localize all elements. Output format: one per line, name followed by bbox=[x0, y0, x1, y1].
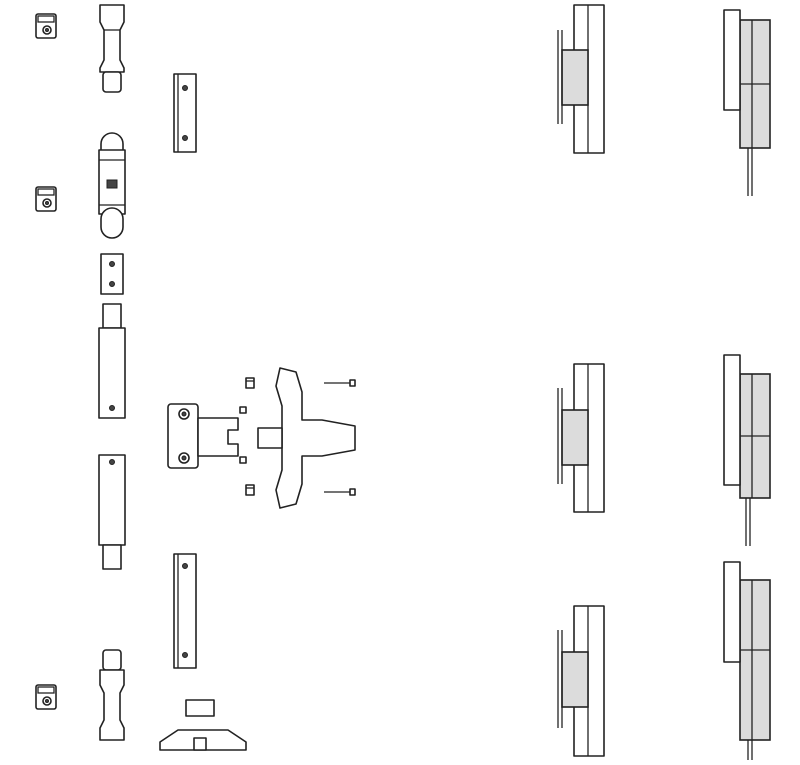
rod-loop-connector-icon bbox=[98, 132, 126, 239]
rod-guide-lower-icon bbox=[173, 553, 197, 669]
rod-long-lower-icon bbox=[98, 454, 126, 570]
handle-lever-icon bbox=[257, 367, 356, 509]
hinge-side-view-icon bbox=[557, 605, 605, 757]
bottom-catch-icon bbox=[159, 699, 247, 751]
rod-guide-icon bbox=[173, 73, 197, 153]
hinge-with-pin-icon bbox=[723, 9, 771, 196]
screw-icon bbox=[245, 484, 255, 496]
keeper-plate-icon bbox=[35, 684, 57, 710]
handle-base-plate-icon bbox=[167, 403, 239, 469]
small-guide-icon bbox=[100, 253, 124, 295]
pin-icon bbox=[323, 379, 356, 387]
rod-long-icon bbox=[98, 303, 126, 419]
screw-icon bbox=[245, 377, 255, 389]
hinge-with-pin-icon bbox=[723, 354, 771, 546]
rod-top-icon bbox=[99, 4, 125, 93]
hinge-side-view-icon bbox=[557, 363, 605, 513]
keeper-plate-icon bbox=[35, 13, 57, 39]
nut-icon bbox=[239, 456, 247, 464]
hinge-with-pin-icon bbox=[723, 561, 771, 760]
keeper-plate-icon bbox=[35, 186, 57, 212]
hinge-side-view-icon bbox=[557, 4, 605, 154]
pin-icon bbox=[323, 488, 356, 496]
rod-bottom-icon bbox=[99, 649, 125, 741]
nut-icon bbox=[239, 406, 247, 414]
